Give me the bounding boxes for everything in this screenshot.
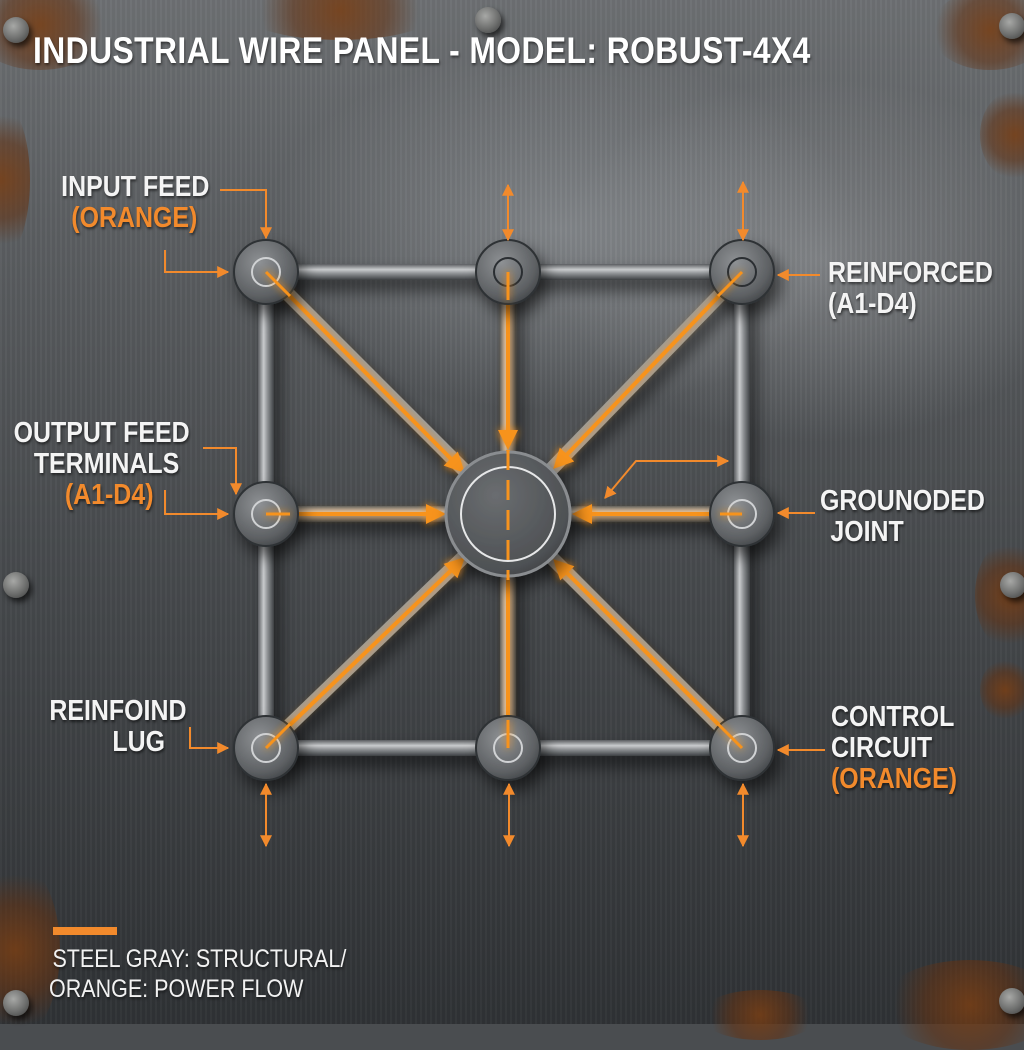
label-control-circuit: CONTROL CIRCUIT (ORANGE) <box>831 701 958 795</box>
legend: STEEL GRAY: STRUCTURAL/ ORANGE: POWER FL… <box>49 945 347 1003</box>
rivet <box>999 988 1024 1014</box>
label-input-feed: INPUT FEED (ORANGE) <box>60 171 209 234</box>
rivet <box>999 13 1024 39</box>
rust-patch <box>980 660 1024 720</box>
wire-diagram <box>164 180 825 848</box>
legend-orange-swatch <box>53 927 117 935</box>
panel-title: INDUSTRIAL WIRE PANEL - MODEL: ROBUST-4X… <box>33 30 811 71</box>
label-reinforced: REINFORCED (A1-D4) <box>828 257 993 320</box>
rivet <box>3 17 29 43</box>
label-reinfoind-lug: REINFOIND LUG <box>48 695 186 758</box>
rivet <box>1000 572 1024 598</box>
rivet <box>3 990 29 1016</box>
label-grounded-joint: GROUNODED JOINT <box>820 485 985 548</box>
label-output-feed-terminals: OUTPUT FEED TERMINALS (A1-D4) <box>14 417 190 511</box>
callout-arrows <box>164 180 825 848</box>
rivet <box>3 572 29 598</box>
rivet <box>475 7 501 33</box>
